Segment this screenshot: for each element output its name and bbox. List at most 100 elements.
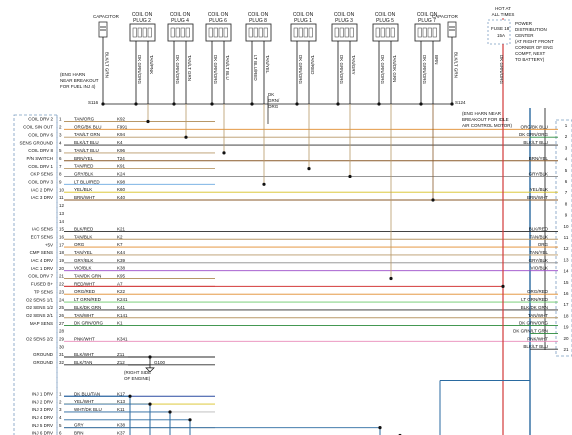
- coil-plug-title: COIL ON: [208, 12, 229, 18]
- circuit-id-label: K22: [117, 289, 126, 294]
- wire-color-label: PNK/WHT: [74, 336, 95, 341]
- splice-left-id: S116: [88, 100, 99, 105]
- coil-plug-drive-label: TAN/GRY: [351, 55, 356, 75]
- right-wire-label: BRN/YEL: [529, 156, 549, 161]
- pin-number: 2: [59, 399, 62, 404]
- right-pin-number: 14: [563, 269, 569, 274]
- pin-number: 10: [59, 187, 65, 192]
- pdc-note: TO BATTERY): [515, 57, 545, 62]
- right-pin-number: 19: [563, 325, 569, 330]
- pin-function-label: O2 SENS 1/1: [26, 297, 54, 302]
- pin-number: 16: [59, 234, 65, 239]
- coil-drive-junction: [389, 276, 393, 281]
- coil-drive-junction: [222, 151, 226, 155]
- right-pin-number: 21: [563, 347, 569, 352]
- circuit-id-label: K38: [117, 266, 126, 271]
- coil-drive-junction: [307, 167, 311, 171]
- coil-drive-junction: [348, 174, 352, 179]
- circuit-id-label: K2: [117, 234, 123, 239]
- right-wire-label: PNK/WHT: [527, 336, 548, 341]
- splice-dot: [188, 418, 192, 422]
- coil-plug-title: PLUG 3: [335, 18, 353, 24]
- junction-wire-label: ORG: [268, 104, 279, 109]
- splice-right-note: AIR CONTROL MOTOR): [462, 123, 513, 128]
- pin-number: 9: [59, 180, 62, 185]
- coil-plug-title: COIL ON: [132, 12, 153, 18]
- coil-plug-feed-label: DK GRN/ORG: [422, 55, 427, 85]
- right-wire-label: BLK/LT BLU: [523, 344, 548, 349]
- pin-number: 24: [59, 297, 65, 302]
- pin-function-label: FUSED B+: [31, 282, 54, 287]
- right-wire-label: ORG: [538, 242, 549, 247]
- right-wire-label: DK GRN/ORG: [519, 321, 549, 326]
- coil-plug-pin: [293, 27, 298, 38]
- coil-drive-junction: [146, 119, 150, 124]
- pin-function-label: ECT SENS: [31, 234, 53, 239]
- pin-function-label: TP SENS: [34, 289, 53, 294]
- pin-number: 25: [59, 305, 65, 310]
- pin-function-label: MAP SENS: [30, 321, 53, 326]
- wire-color-label: ORG: [74, 242, 85, 247]
- right-pin-number: 6: [565, 179, 568, 184]
- right-wire-label: VIO/BLK: [530, 266, 548, 271]
- ground-location-note: (RIGHT SIDE: [124, 370, 151, 375]
- right-wire-label: ORG/BK BLU: [520, 124, 548, 129]
- pin-function-label: O2 SENS 2/2: [26, 337, 54, 342]
- pdc-wire-label: DK GRN/ORG: [499, 55, 504, 85]
- circuit-id-label: K98: [117, 179, 126, 184]
- coil-plug-title: PLUG 7: [418, 18, 436, 24]
- pdc-note: CORNER OF ENG: [515, 45, 554, 50]
- coil-plug-pin: [185, 27, 190, 38]
- splice-right-note: (ENG HARN NEAR: [462, 111, 502, 116]
- pdc-note: CENTER: [515, 33, 534, 38]
- pin-function-label: CMP SENS: [30, 250, 53, 255]
- coil-plug-pin: [422, 27, 427, 38]
- circuit-id-label: K38: [117, 423, 126, 428]
- coil-plug-title: COIL ON: [417, 12, 438, 18]
- circuit-id-label: K1: [117, 321, 123, 326]
- pin-number: 1: [59, 391, 62, 396]
- circuit-id-label: K92: [117, 117, 126, 122]
- ground-id-label: G100: [154, 360, 166, 365]
- coil-plug-pin: [298, 27, 303, 38]
- pin-function-label: GROUND: [33, 352, 54, 357]
- coil-plug-title: COIL ON: [334, 12, 355, 18]
- coil-plug-pin: [263, 27, 268, 38]
- pin-function-label: +5V: [45, 242, 53, 247]
- circuit-id-label: K39: [117, 258, 126, 263]
- coil-plug-drive-label: TAN/PNK: [149, 55, 154, 74]
- right-pin-number: 5: [565, 168, 568, 173]
- pin-function-label: SENS GROUND: [19, 140, 53, 145]
- right-wire-label: DK GRN/ORG: [519, 132, 549, 137]
- wire-color-label: TAN/DK GRN: [74, 274, 101, 279]
- wire-color-label: ORG/BK BLU: [74, 124, 102, 129]
- right-pin-number: 2: [565, 134, 568, 139]
- right-pin-number: 13: [563, 257, 569, 262]
- pin-number: 23: [59, 289, 65, 294]
- capacitor-title: CAPACITOR: [432, 14, 459, 19]
- coil-plug-pin: [427, 27, 432, 38]
- ground-location-note: OF ENGINE): [124, 376, 151, 381]
- pin-number: 11: [59, 195, 64, 200]
- right-wire-label: DK GRN/LT GRN: [513, 328, 548, 333]
- circuit-id-label: T24: [117, 156, 125, 161]
- circuit-id-label: A7: [117, 281, 123, 286]
- coil-plug-pin: [132, 27, 137, 38]
- pdc-note: COMPT, NEXT: [515, 51, 546, 56]
- coil-drive-junction: [431, 198, 435, 202]
- pin-number: 19: [59, 258, 65, 263]
- coil-plug-pin: [385, 27, 390, 38]
- circuit-id-label: K95: [117, 274, 126, 279]
- coil-plug-drive-label: TAN/RED: [310, 55, 315, 75]
- right-pin-number: 4: [565, 157, 568, 162]
- pdc-note: (AT RIGHT FRONT: [515, 39, 554, 44]
- coil-plug-pin: [258, 27, 263, 38]
- pin-function-label: INJ 3 DRV: [32, 407, 53, 412]
- coil-plug-drive-label: TAN/DK GRN: [392, 55, 397, 82]
- hot-at-all-times-label: HOT AT: [495, 6, 511, 11]
- pin-number: 4: [59, 415, 62, 420]
- circuit-id-label: K44: [117, 250, 126, 255]
- right-wire-label: GRY/BLK: [529, 171, 548, 176]
- coil-plug-title: PLUG 2: [133, 18, 151, 24]
- pin-number: 31: [59, 352, 65, 357]
